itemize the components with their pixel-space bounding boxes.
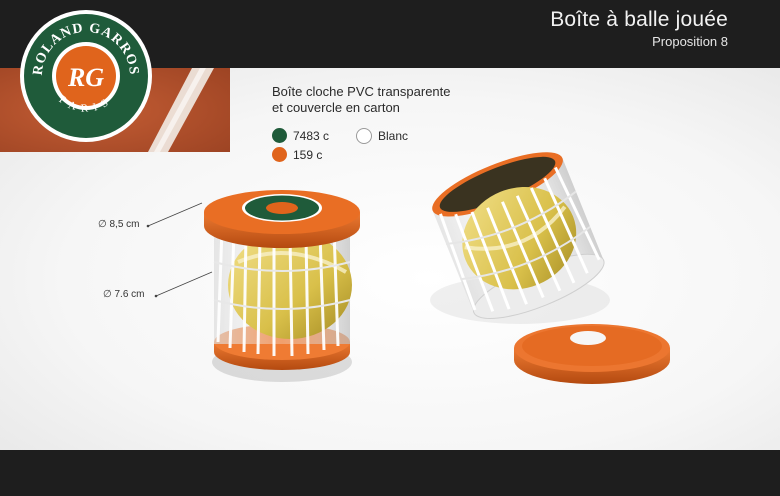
page-title: Boîte à balle jouée — [550, 8, 728, 31]
swatch-orange: 159 c — [272, 147, 322, 162]
roland-garros-logo: ROLAND GARROS PARIS RG — [18, 8, 154, 144]
swatch-white: Blanc — [356, 128, 408, 144]
closed-box — [204, 190, 360, 382]
swatch-orange-label: 159 c — [293, 147, 323, 162]
swatch-white-label: Blanc — [378, 129, 409, 143]
footer-bar — [0, 450, 780, 496]
swatch-white-dot — [356, 128, 372, 144]
swatch-green-label: 7483 c — [293, 128, 330, 143]
logo-monogram: RG — [67, 63, 104, 92]
body-diameter-label: ∅ 7.6 cm — [103, 289, 145, 300]
swatch-orange-dot — [272, 147, 287, 162]
body-dimension-line — [154, 271, 213, 298]
lid-diameter-label: ∅ 8,5 cm — [98, 219, 140, 230]
open-box — [430, 152, 670, 384]
description-line-1: Boîte cloche PVC transparente — [272, 84, 451, 99]
swatch-green-dot — [272, 128, 287, 143]
lid-dimension-line — [146, 202, 203, 228]
product-description: Boîte cloche PVC transparente et couverc… — [272, 84, 451, 116]
swatch-green: 7483 c — [272, 128, 329, 143]
description-line-2: et couvercle en carton — [272, 100, 400, 115]
page-subtitle: Proposition 8 — [652, 34, 728, 49]
